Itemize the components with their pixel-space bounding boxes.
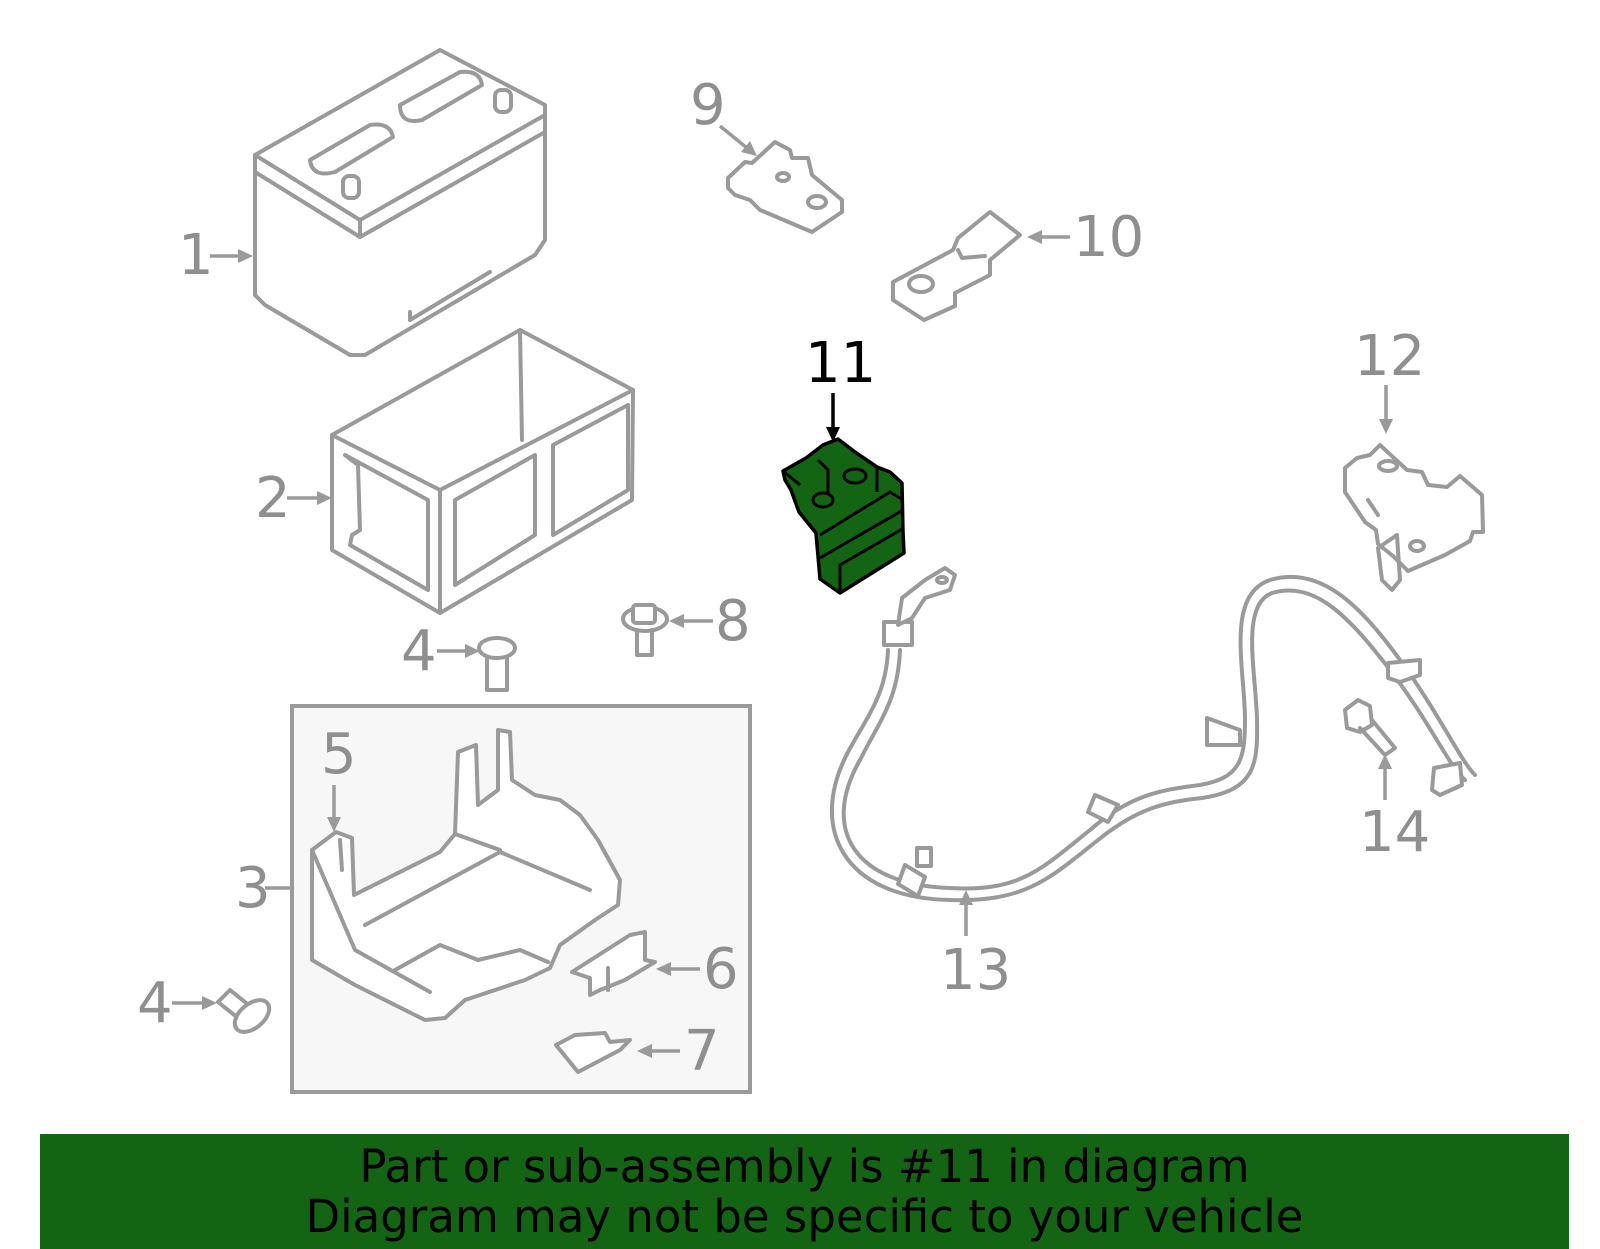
callout-8: 8 [715,589,751,654]
callout-1: 1 [178,223,214,288]
callout-4-lower: 4 [137,971,173,1036]
info-banner: Part or sub-assembly is #11 in diagram D… [40,1134,1569,1249]
banner-line-1: Part or sub-assembly is #11 in diagram [359,1139,1250,1193]
part-10-bracket[interactable] [891,210,1022,322]
callout-2: 2 [255,466,291,531]
part-11-highlighted[interactable] [781,437,906,595]
part-4-pin-upper[interactable] [477,636,517,692]
callout-6: 6 [703,937,739,1002]
callout-9: 9 [690,73,726,138]
callout-7: 7 [684,1019,720,1084]
part-7-clip[interactable] [554,1031,632,1074]
part-2-tray-box[interactable] [330,328,635,615]
part-12-bracket[interactable] [1343,443,1485,592]
callout-4-upper: 4 [401,619,437,684]
callout-10: 10 [1073,205,1144,270]
callout-11: 11 [805,331,876,396]
part-8-bolt[interactable] [621,603,669,657]
banner-line-2: Diagram may not be specific to your vehi… [305,1189,1304,1243]
part-9-bracket[interactable] [726,140,844,234]
callout-14: 14 [1359,800,1430,865]
part-1-battery[interactable] [253,48,547,357]
part-5-tray[interactable] [310,728,622,1022]
part-6-clip[interactable] [570,930,657,997]
part-4-pin-lower[interactable] [216,988,275,1038]
leader-lines [172,124,1393,1058]
part-14-bolt[interactable] [1343,698,1397,757]
part-13-cable[interactable] [830,566,1477,903]
callout-3: 3 [235,856,271,921]
callout-12: 12 [1354,324,1425,389]
callout-13: 13 [940,938,1011,1003]
callout-5: 5 [321,722,357,787]
